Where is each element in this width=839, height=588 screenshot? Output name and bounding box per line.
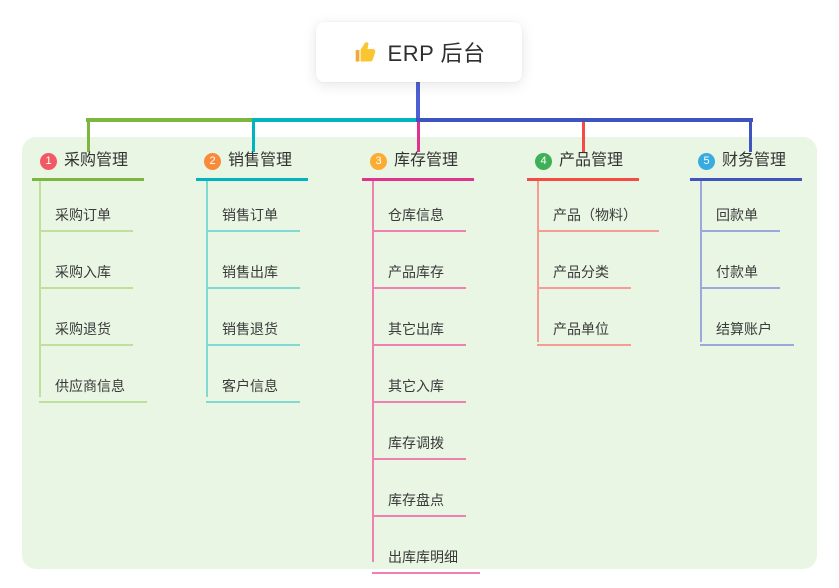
branch-title-label: 产品管理: [559, 152, 624, 169]
branch-items: 销售订单 销售出库 销售退货 客户信息: [206, 206, 300, 434]
connector-bus: [252, 118, 418, 122]
mindmap-node[interactable]: 采购订单: [39, 206, 133, 232]
branch-items: 仓库信息 产品库存 其它出库 其它入库 库存调拨 库存盘点 出库库明细: [372, 206, 480, 588]
mindmap-node[interactable]: 客户信息: [206, 377, 300, 403]
mindmap-node[interactable]: 仓库信息: [372, 206, 466, 232]
mindmap-node[interactable]: 采购入库: [39, 263, 133, 289]
mindmap-node[interactable]: 产品单位: [537, 320, 631, 346]
mindmap-node[interactable]: 结算账户: [700, 320, 794, 346]
root-stem: [416, 82, 420, 120]
mindmap-panel: [22, 137, 817, 569]
mindmap-node[interactable]: 产品库存: [372, 263, 466, 289]
branch-title-label: 财务管理: [722, 152, 787, 169]
root-node[interactable]: ERP 后台: [316, 22, 522, 82]
branch-title-product[interactable]: 4 产品管理: [527, 150, 640, 181]
connector-bus: [86, 118, 254, 122]
branch-title-label: 库存管理: [394, 152, 459, 169]
branch-badge: 5: [698, 152, 715, 170]
branch-items: 采购订单 采购入库 采购退货 供应商信息: [39, 206, 147, 434]
branch-title-label: 销售管理: [228, 152, 293, 169]
branch-title-finance[interactable]: 5 财务管理: [690, 150, 803, 181]
mindmap-node[interactable]: 供应商信息: [39, 377, 147, 403]
branch-badge: 2: [204, 152, 221, 170]
branch-items: 回款单 付款单 结算账户: [700, 206, 794, 377]
mindmap-node[interactable]: 销售退货: [206, 320, 300, 346]
mindmap-node[interactable]: 销售订单: [206, 206, 300, 232]
mindmap-node[interactable]: 库存盘点: [372, 491, 466, 517]
mindmap-node[interactable]: 产品分类: [537, 263, 631, 289]
branch-title-procurement[interactable]: 1 采购管理: [32, 150, 145, 181]
branch-title-label: 采购管理: [64, 152, 129, 169]
root-title: ERP 后台: [387, 41, 486, 66]
mindmap-node[interactable]: 采购退货: [39, 320, 133, 346]
branch-title-inventory[interactable]: 3 库存管理: [362, 150, 475, 181]
mindmap-node[interactable]: 出库库明细: [372, 548, 480, 574]
thumbs-up-icon: [353, 39, 379, 65]
mindmap-node[interactable]: 付款单: [700, 263, 780, 289]
branch-title-sales[interactable]: 2 销售管理: [196, 150, 309, 181]
branch-badge: 3: [370, 152, 387, 170]
branch-badge: 1: [40, 152, 57, 170]
mindmap-node[interactable]: 回款单: [700, 206, 780, 232]
mindmap-node[interactable]: 库存调拨: [372, 434, 466, 460]
mindmap-node[interactable]: 其它入库: [372, 377, 466, 403]
connector-bus: [416, 118, 753, 122]
branch-badge: 4: [535, 152, 552, 170]
mindmap-node[interactable]: 销售出库: [206, 263, 300, 289]
mindmap-node[interactable]: 产品（物料）: [537, 206, 659, 232]
mindmap-node[interactable]: 其它出库: [372, 320, 466, 346]
branch-items: 产品（物料） 产品分类 产品单位: [537, 206, 659, 377]
